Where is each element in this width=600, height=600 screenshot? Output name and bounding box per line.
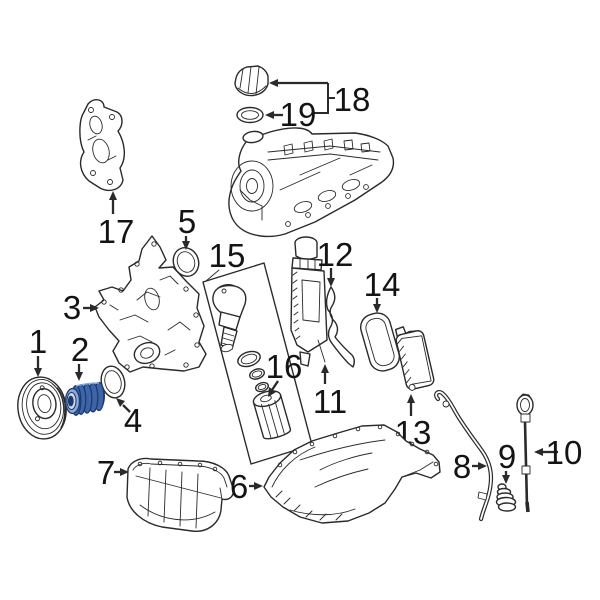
callout-17	[109, 191, 117, 214]
callout-7-label[interactable]: 7	[97, 454, 115, 491]
part-4-seal-drawing[interactable]	[98, 364, 128, 401]
callout-3	[83, 304, 99, 312]
filter-cap-assembly-drawing	[212, 283, 247, 353]
callout-19-label[interactable]: 19	[280, 96, 317, 133]
part-12-gasket-strip-drawing[interactable]	[325, 286, 355, 368]
callout-9-label[interactable]: 9	[498, 438, 516, 475]
callout-16-label[interactable]: 16	[266, 348, 303, 385]
callout-12	[327, 268, 335, 287]
part-18-oil-filler-cap-drawing[interactable]	[234, 65, 269, 97]
part-10-dipstick-drawing[interactable]	[516, 393, 534, 513]
callout-18-label[interactable]: 18	[334, 81, 371, 118]
callout-17-label[interactable]: 17	[98, 213, 135, 250]
callout-12-label[interactable]: 12	[317, 236, 354, 273]
callout-16	[268, 380, 279, 397]
callout-5	[182, 236, 190, 250]
callout-14-label[interactable]: 14	[364, 266, 401, 303]
part-7-lower-oil-pan-drawing[interactable]	[126, 457, 235, 532]
callout-4-label[interactable]: 4	[124, 402, 142, 439]
callout-10	[534, 448, 558, 456]
callout-1-label[interactable]: 1	[29, 323, 47, 360]
callout-3-label[interactable]: 3	[63, 289, 81, 326]
callout-7	[114, 468, 129, 476]
callout-1	[34, 356, 42, 377]
part-13-oil-cooler-drawing[interactable]	[393, 323, 435, 392]
callout-4	[116, 398, 131, 413]
part-8-dipstick-tube-drawing[interactable]	[434, 390, 494, 522]
cylinder-head-drawing	[228, 127, 395, 238]
part-17-cover-plate-drawing[interactable]	[79, 99, 125, 192]
callout-6	[249, 482, 263, 490]
callout-18-bracket	[269, 79, 335, 114]
part-5-seal-drawing[interactable]	[169, 244, 202, 280]
part-11-filter-housing-drawing[interactable]	[290, 236, 328, 367]
part-1-crankshaft-pulley-drawing[interactable]	[14, 374, 70, 442]
part-6-upper-oil-pan-drawing[interactable]	[263, 424, 441, 524]
callout-5-label[interactable]: 5	[178, 203, 196, 240]
filter-o-rings-drawing	[237, 350, 270, 393]
part-2-pulley-hub-highlighted-drawing[interactable]	[64, 381, 105, 416]
callout-6-label[interactable]: 6	[230, 468, 248, 505]
callout-8-label[interactable]: 8	[453, 448, 471, 485]
callout-2-label[interactable]: 2	[71, 331, 89, 368]
callout-11	[321, 364, 329, 384]
callout-9	[502, 471, 510, 484]
callout-8	[472, 462, 487, 470]
part-16-filter-element-drawing[interactable]	[252, 388, 292, 441]
callout-2	[75, 364, 83, 381]
callout-13	[407, 394, 415, 416]
callout-11-label[interactable]: 11	[313, 383, 347, 420]
callout-14	[373, 298, 381, 313]
part-19-cap-seal-drawing[interactable]	[236, 106, 264, 124]
callout-19	[265, 111, 283, 119]
part-9-grommet-drawing[interactable]	[495, 483, 517, 512]
part-3-timing-case-drawing[interactable]	[94, 235, 207, 373]
callout-15-label[interactable]: 15	[209, 237, 246, 274]
callout-10-label[interactable]: 10	[546, 434, 583, 471]
part-14-cooler-gasket-drawing[interactable]	[358, 310, 403, 374]
